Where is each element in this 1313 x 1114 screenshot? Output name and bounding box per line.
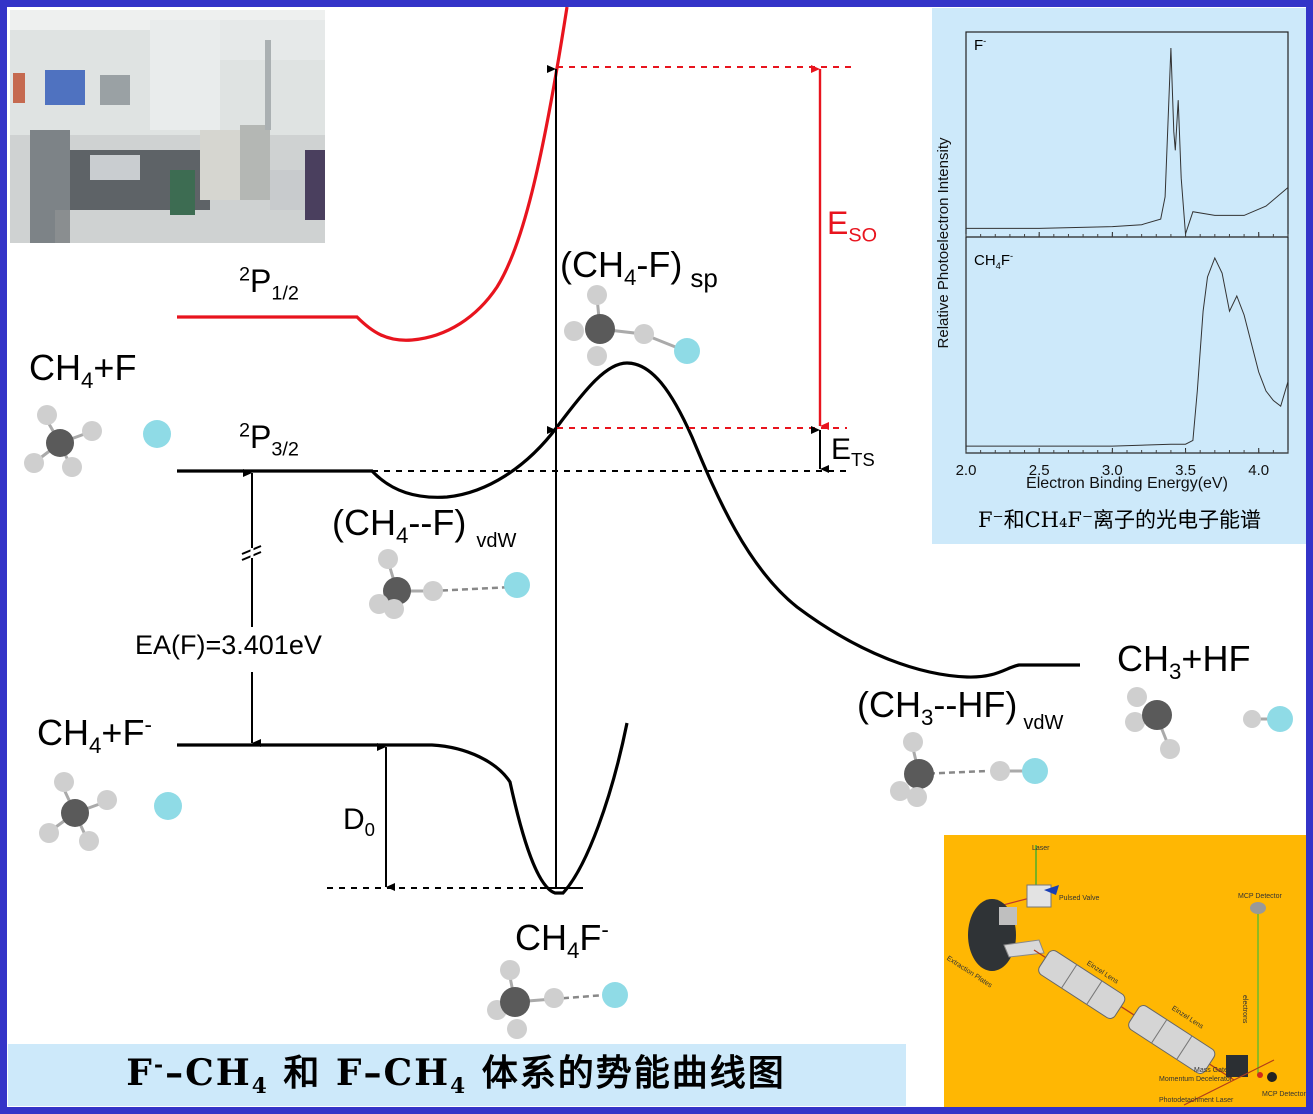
panel-label-ch4fminus: CH4F- [974, 251, 1014, 271]
photoelectron-spectrum-panel: 2.0 2.5 3.0 3.5 4.0 Relative Photoelectron I… [932, 8, 1306, 544]
label-eso: ESO [827, 205, 877, 247]
plot-frame [965, 31, 1289, 454]
label-ch4-plus-fminus: CH4+F- [37, 712, 152, 759]
slide: 2P1/2 2P3/2 CH4+F CH4+F- (CH4--F)vdW (CH… [7, 7, 1306, 1107]
photodetachment-laser [1183, 1059, 1275, 1106]
molecule-vdw-entrance [369, 549, 530, 619]
apparatus-label: Photodetachment Laser [1159, 1097, 1234, 1104]
lab-photo-illustration [10, 10, 325, 243]
pulsed-valve [1026, 884, 1052, 908]
apparatus-label: MCP Detector [1238, 893, 1282, 900]
hydrogen-atom [24, 453, 44, 473]
label-d0: D0 [343, 803, 376, 840]
x-tick-label: 2.5 [1029, 462, 1050, 479]
hydrogen-atom [37, 405, 57, 425]
apparatus-label: MCP Detector [1262, 1091, 1306, 1098]
y-axis-label: Relative Photoelectron Intensity [935, 137, 952, 348]
label-ch3-plus-hf: CH3+HF [1117, 638, 1251, 685]
label-vdw-exit: (CH3--HF)vdW [857, 684, 1064, 734]
apparatus-label: Mass Gate [1194, 1067, 1228, 1074]
anion-curve [177, 722, 629, 895]
potential-energy-diagram [24, 7, 1293, 1039]
label-ch4-plus-f: CH4+F [29, 347, 137, 394]
carbon-atom [46, 429, 74, 457]
x-tick-label: 3.0 [1102, 462, 1123, 479]
apparatus-illustration [968, 845, 1277, 1106]
mcp-detector-top [1250, 902, 1266, 914]
molecule-ch4-fminus [39, 772, 182, 851]
apparatus-label: electrons [1241, 995, 1248, 1024]
label-p12: 2P1/2 [239, 263, 299, 305]
spectrum-series-fminus [966, 47, 1289, 235]
fluorine-atom [143, 420, 171, 448]
molecule-vdw-exit [890, 732, 1048, 807]
label-ets: ETS [831, 433, 875, 470]
label-electron-affinity: EA(F)=3.401eV [135, 630, 322, 660]
mcp-detector-bottom [1267, 1072, 1277, 1082]
mass-gate [1226, 1055, 1248, 1077]
x-tick-label: 2.0 [956, 462, 977, 479]
molecule-saddle-point [564, 285, 700, 366]
hydrogen-atom [62, 457, 82, 477]
molecule-ch4-f [24, 405, 171, 477]
einzel-lens-1 [1038, 950, 1126, 1019]
label-saddle-point: (CH4-F)sp [560, 244, 718, 293]
apparatus-label: Momentum Decelerator [1159, 1076, 1233, 1083]
spectrum-chart: 2.0 2.5 3.0 3.5 4.0 Relative Photoelectron I… [935, 31, 1289, 492]
figure-title: F-–CH4 和 F–CH4 体系的势能曲线图 [126, 1052, 786, 1100]
x-axis-label: Electron Binding Energy(eV) [1026, 475, 1228, 492]
x-tick-label: 4.0 [1248, 462, 1269, 479]
apparatus-schematic-panel: Laser Pulsed Valve Extraction Plates Ein… [944, 835, 1306, 1107]
label-anion: CH4F- [515, 917, 609, 964]
apparatus-label: Laser [1032, 845, 1050, 852]
label-vdw-entrance: (CH4--F)vdW [332, 502, 517, 552]
spectrum-series-ch4fminus [966, 256, 1289, 447]
spin-orbit-excited-curve [177, 7, 569, 342]
molecule-ch3-hf [1125, 687, 1293, 759]
neutral-ground-curve [177, 361, 1080, 679]
einzel-lens-2 [1128, 1005, 1216, 1074]
spectrum-caption: F⁻和CH₄F⁻离子的光电子能谱 [977, 508, 1262, 532]
lab-photo [10, 10, 325, 243]
hydrogen-atom [82, 421, 102, 441]
panel-label-fminus: F- [974, 36, 987, 54]
apparatus-label: Pulsed Valve [1059, 895, 1100, 902]
x-tick-label: 3.5 [1175, 462, 1196, 479]
caption-band [8, 1044, 906, 1106]
molecule-anion-complex [487, 960, 628, 1039]
label-p32: 2P3/2 [239, 419, 299, 461]
